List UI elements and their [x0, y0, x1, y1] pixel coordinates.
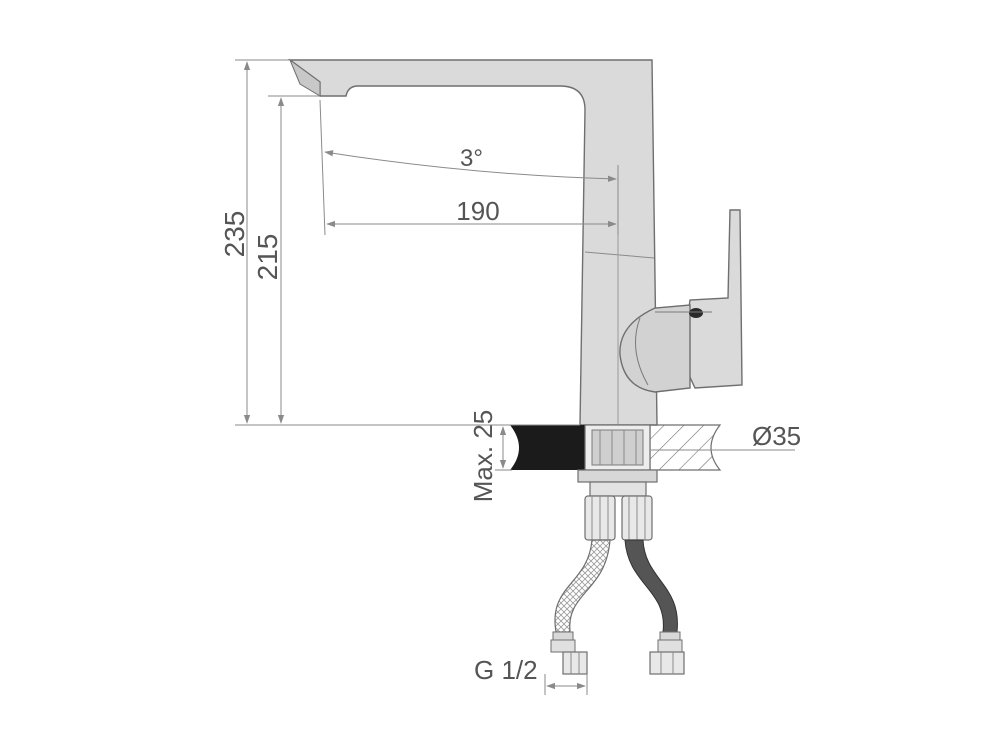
- hose-right: [624, 539, 678, 633]
- dim-235-label: 235: [219, 211, 250, 258]
- counter-right-block: [649, 424, 722, 471]
- dim-angle-arc: [324, 150, 617, 182]
- dimension-labels: 235 215 3° 190 Max. 25 Ø35 G 1/2: [219, 145, 801, 685]
- dim-215-label: 215: [252, 234, 283, 281]
- spout-column: [287, 59, 658, 426]
- counter-section: [510, 424, 722, 483]
- handle-screw-icon: [689, 308, 703, 318]
- supply-hoses: [550, 539, 685, 675]
- lever-handle: [681, 209, 743, 389]
- column-seam: [584, 251, 655, 259]
- hose-left: [554, 539, 611, 633]
- dim-diameter-label: Ø35: [752, 421, 801, 451]
- hose-connectors: [584, 481, 653, 541]
- mounting-nut: [577, 469, 658, 483]
- counter-left-block: [510, 425, 585, 470]
- cartridge-curve: [635, 317, 649, 386]
- dim-angle-label: 3°: [460, 145, 483, 172]
- hose-nut-right: [657, 639, 683, 653]
- dim-max25-label: Max. 25: [468, 410, 498, 503]
- dimension-lines: [235, 59, 795, 695]
- hose-nut-left: [550, 639, 576, 653]
- faucet-body: [287, 58, 743, 426]
- dim-190-label: 190: [456, 196, 499, 226]
- dim-thread-label: G 1/2: [474, 655, 538, 685]
